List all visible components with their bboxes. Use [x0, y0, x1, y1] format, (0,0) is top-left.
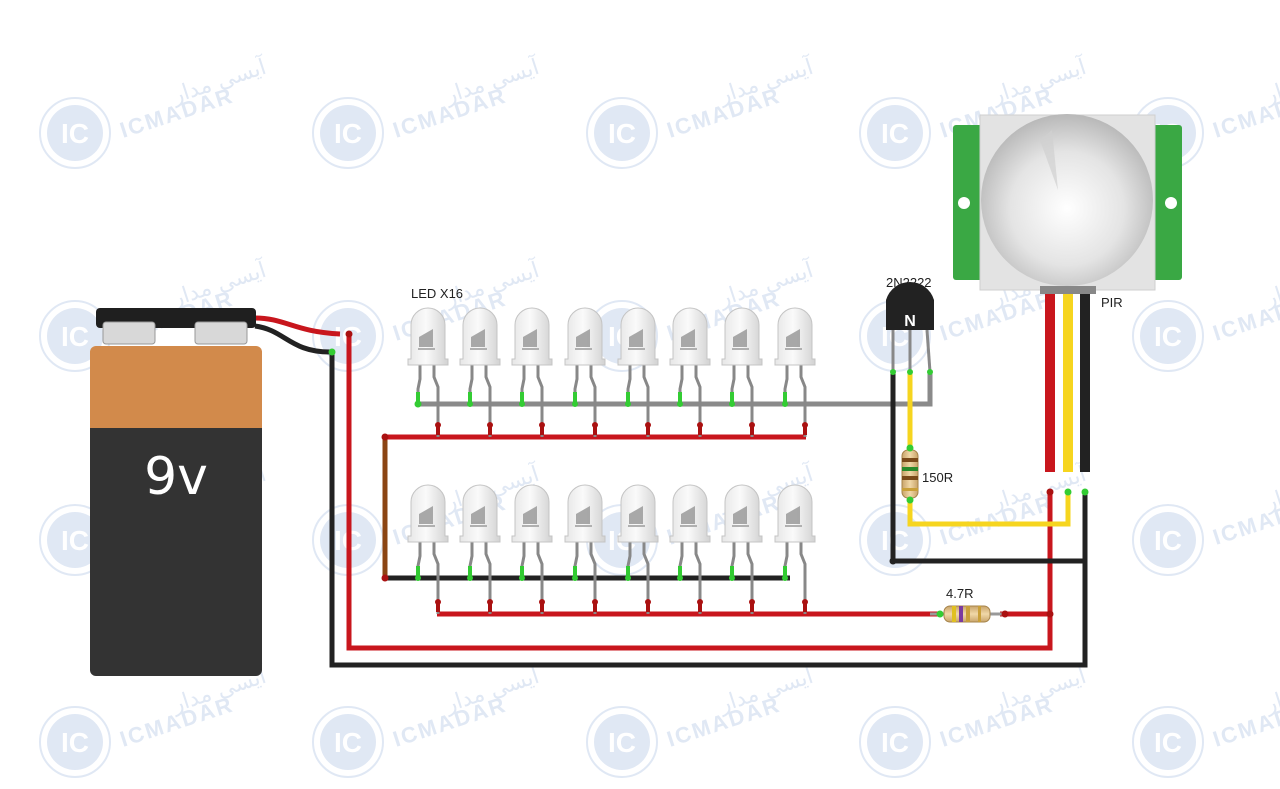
led-cathode-point	[467, 575, 473, 581]
watermark-badge: IC	[334, 727, 362, 758]
watermark-badge: IC	[61, 118, 89, 149]
led-cathode-point	[415, 575, 421, 581]
watermark-badge: IC	[61, 727, 89, 758]
led-icon[interactable]	[407, 484, 449, 614]
connection-point	[1046, 610, 1054, 618]
led-icon[interactable]	[407, 307, 449, 437]
ground-wire-black	[329, 352, 1088, 668]
npn-transistor-icon[interactable]: N 2N2222	[886, 275, 934, 375]
pir-label: PIR	[1101, 295, 1123, 310]
battery-9v-icon[interactable]: 9v	[90, 308, 262, 676]
watermark-badge: IC	[1154, 727, 1182, 758]
transistor-body	[886, 281, 934, 330]
resistor-4-7r-label: 4.7R	[946, 586, 973, 601]
watermark-badge: IC	[61, 321, 89, 352]
watermark-badge: IC	[1154, 525, 1182, 556]
connection-points	[328, 330, 1089, 618]
battery-label: 9v	[144, 447, 208, 507]
pir-out-wire-yellow	[907, 492, 1071, 527]
led-cathode-point	[519, 575, 525, 581]
led-icon[interactable]	[774, 484, 816, 614]
led-cathode-point	[677, 401, 683, 407]
led-cathode-point	[677, 575, 683, 581]
led-cathode-point	[467, 401, 473, 407]
transistor-mark: N	[904, 313, 916, 330]
led-cathode-point	[782, 401, 788, 407]
led-cathode-point	[572, 575, 578, 581]
led-icon[interactable]	[669, 307, 711, 437]
watermark-badge: IC	[881, 727, 909, 758]
resistor-4-7r-icon[interactable]: 4.7R	[930, 586, 1005, 623]
watermark-badge: IC	[334, 118, 362, 149]
led-icon[interactable]	[617, 484, 659, 614]
watermark-badge: IC	[61, 525, 89, 556]
led-cathode-point	[729, 575, 735, 581]
led-cathode-point	[625, 401, 631, 407]
resistor-150r-icon[interactable]: 150R	[901, 449, 953, 499]
led-icon[interactable]	[721, 484, 763, 614]
led-array-label: LED X16	[411, 286, 463, 301]
led-icon[interactable]	[774, 307, 816, 437]
connection-point	[381, 574, 389, 582]
watermark-badge: IC	[608, 118, 636, 149]
watermark-badge: IC	[608, 727, 636, 758]
led-icon[interactable]	[459, 307, 501, 437]
connection-point	[906, 496, 914, 504]
connection-point	[936, 610, 944, 618]
battery-top	[90, 346, 262, 442]
led-icon[interactable]	[511, 484, 553, 614]
collector-wire-gray	[418, 370, 933, 407]
battery-lead-black	[254, 323, 331, 355]
connection-point	[414, 400, 422, 408]
connection-point	[889, 557, 897, 565]
connection-point	[328, 348, 336, 356]
pir-board-left	[953, 125, 987, 280]
resistor-150r-label: 150R	[922, 470, 953, 485]
led-cathode-point	[729, 401, 735, 407]
pir-sensor-icon[interactable]: PIR	[953, 114, 1182, 310]
battery-lead-red	[254, 315, 341, 337]
battery-terminal-pos	[194, 321, 248, 345]
pir-board-right	[1148, 125, 1182, 280]
connection-point	[1064, 488, 1072, 496]
led-cathode-point	[572, 401, 578, 407]
led-icon[interactable]	[459, 484, 501, 614]
led-array	[407, 307, 816, 614]
led-icon[interactable]	[564, 484, 606, 614]
watermark-badge: IC	[1154, 321, 1182, 352]
pir-dome	[981, 114, 1153, 286]
led-cathode-point	[519, 401, 525, 407]
connection-point	[1001, 610, 1009, 618]
led-icon[interactable]	[511, 307, 553, 437]
connection-point	[1081, 488, 1089, 496]
wires-layer	[254, 290, 1090, 668]
supply-wire-red	[346, 334, 1053, 651]
led-cathode-point	[782, 575, 788, 581]
led-icon[interactable]	[721, 307, 763, 437]
connection-point	[381, 433, 389, 441]
led-icon[interactable]	[617, 307, 659, 437]
connection-point	[1046, 488, 1054, 496]
connection-point	[906, 444, 914, 452]
led-icon[interactable]	[564, 307, 606, 437]
battery-terminal-neg	[102, 321, 156, 345]
connection-point	[345, 330, 353, 338]
led-cathode-point	[625, 575, 631, 581]
led-icon[interactable]	[669, 484, 711, 614]
watermark-badge: IC	[881, 118, 909, 149]
battery-body	[90, 428, 262, 676]
transistor-label: 2N2222	[886, 275, 932, 290]
